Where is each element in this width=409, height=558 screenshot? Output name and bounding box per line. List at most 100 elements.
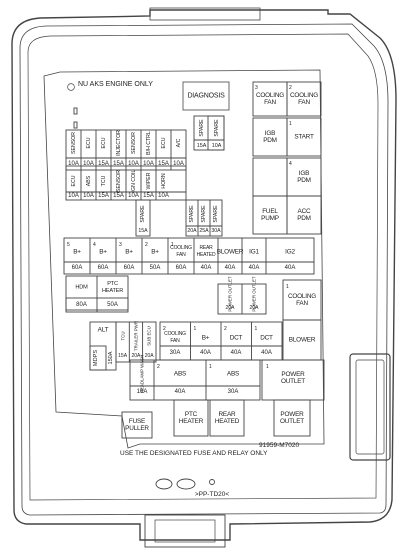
material-code: >PP-TD20< xyxy=(194,491,230,498)
relay-cooling-fan-mid: COOLING FAN xyxy=(287,293,317,307)
footer-note: USE THE DESIGNATED FUSE AND RELAY ONLY xyxy=(120,450,268,457)
mid-right-num: 2 xyxy=(163,326,166,332)
top-fuse-row1-label: ECU xyxy=(100,137,107,149)
mid-right-num: 1 xyxy=(193,326,197,332)
multi-fuse-amp: 60A xyxy=(97,265,109,271)
mid-right-label: DCT xyxy=(260,334,273,342)
multi-fuse-label: B+ xyxy=(73,248,81,256)
spare-mid-amp: 30A xyxy=(211,228,221,234)
multi-fuse-amp: 60A xyxy=(71,265,83,271)
top-fuse-row1-label: SENSOR xyxy=(130,132,137,154)
relay-igb-pdm-right: IGB PDM xyxy=(297,170,311,184)
lower-left-small-amp: 20A xyxy=(144,353,154,359)
top-fuse-row2-label: IGN COIL xyxy=(130,169,137,193)
lower-left-small-amp: 15A xyxy=(118,353,128,359)
top-fuse-row1-amp: 15A xyxy=(158,161,169,167)
multi-fuse-num: 3 xyxy=(119,242,122,248)
lower-left-small-label: TCU xyxy=(120,331,126,341)
relay-igb-pdm-left: IGB PDM xyxy=(263,130,277,144)
top-fuse-row2-label: WIPER xyxy=(145,172,152,190)
mid-right-num: 2 xyxy=(224,326,227,332)
mid-right-label: DCT xyxy=(229,334,243,342)
top-fuse-row2-amp: 15A xyxy=(143,193,154,199)
relay-cooling-fan-mid-num: 1 xyxy=(286,284,289,290)
spare-mid-amp: 20A xyxy=(187,228,197,234)
top-fuse-row1-amp: 15A xyxy=(98,161,109,167)
multi-fuse-num: 1 xyxy=(171,242,174,248)
top-fuse-row1-amp: 10A xyxy=(128,161,139,167)
mid-right-label: B+ xyxy=(201,334,210,342)
mid-right-num: 1 xyxy=(254,326,258,332)
mid-right-label: COOLING FAN xyxy=(164,331,186,344)
abs-row-label: ABS xyxy=(173,370,187,378)
multi-fuse-amp: 40A xyxy=(200,265,212,271)
relay-start-num: 1 xyxy=(289,121,292,127)
relay-ptc-heater-relay: PTC HEATER xyxy=(178,411,204,425)
relay-igb-pdm-right-num: 4 xyxy=(289,161,292,167)
diagnosis-label: DIAGNOSIS xyxy=(187,92,225,100)
top-fuse-row1-label: INJECTOR xyxy=(115,130,122,156)
power-outlet-right-num: 1 xyxy=(266,364,269,370)
mdps-label: MDPS xyxy=(93,349,99,367)
mid-left-amp: 80A xyxy=(76,302,87,308)
relay-fuel-pump: FUEL PUMP xyxy=(261,208,279,222)
abs-row-label: HEADLAMP WASH xyxy=(139,354,145,394)
multi-fuse-num: 4 xyxy=(93,242,96,248)
spare-top-amp: 10A xyxy=(211,143,222,149)
multi-fuse-label: REAR HEATED xyxy=(196,245,216,258)
part-code: 91959-M7020 xyxy=(259,442,300,449)
abs-row-label: ABS xyxy=(226,370,240,378)
spare-mid-amp: 25A xyxy=(199,228,209,234)
top-fuse-row1-label: SENSOR xyxy=(70,132,77,154)
mid-left-amp: 50A xyxy=(107,302,118,308)
multi-fuse-amp: 40A xyxy=(284,265,296,271)
abs-row-amp: 10A xyxy=(136,389,148,395)
multi-fuse-label: IG2 xyxy=(285,248,295,256)
mid-left-label: PTC HEATER xyxy=(101,281,124,294)
power-outlet-small-amp: 20A xyxy=(249,305,259,311)
mid-right-amp: 30A xyxy=(169,350,181,356)
relay-cooling-fan-3-num: 3 xyxy=(255,85,258,91)
multi-fuse-label: B+ xyxy=(151,248,159,256)
alt-amp: 150A xyxy=(108,351,114,365)
multi-fuse-label: B+ xyxy=(99,248,107,256)
multi-fuse-label: BLOWER xyxy=(216,248,244,256)
top-fuse-row1-amp: 10A xyxy=(68,161,79,167)
multi-fuse-label: IG1 xyxy=(249,248,259,256)
spare-top-label: SPARE xyxy=(198,119,205,137)
top-fuse-row2-label: SENSOR xyxy=(115,170,122,192)
top-fuse-row2-amp: 10A xyxy=(83,193,94,199)
relay-fuse-puller: FUSE PULLER xyxy=(125,418,149,432)
top-fuse-row1-label: A/C xyxy=(175,138,182,148)
mid-right-amp: 40A xyxy=(200,350,211,356)
top-fuse-row1-amp: 15A xyxy=(113,161,124,167)
relay-start: START xyxy=(294,133,314,141)
multi-fuse-amp: 60A xyxy=(175,265,187,271)
top-fuse-row2-label: ECU xyxy=(70,175,77,187)
relay-cooling-fan-3: COOLING FAN xyxy=(255,92,285,106)
spare-mid-label: SPARE xyxy=(189,205,195,223)
top-fuse-row2-amp: 10A xyxy=(128,193,139,199)
relay-cooling-fan-2: COOLING FAN xyxy=(289,92,319,106)
abs-row-num: 2 xyxy=(157,364,160,370)
lower-left-small-amp: 20A xyxy=(131,353,141,359)
mid-right-amp: 40A xyxy=(261,350,272,356)
alt-label: ALT xyxy=(97,326,109,334)
spare-top-amp: 15A xyxy=(196,143,207,149)
power-outlet-right-label: POWER OUTLET xyxy=(280,371,306,385)
multi-fuse-amp: 60A xyxy=(123,265,135,271)
relay-rear-heated-relay: REAR HEATED xyxy=(214,411,240,425)
spare-mid-label: SPARE xyxy=(140,205,146,223)
top-fuse-row2-label: ABS xyxy=(85,175,92,187)
relay-blower: BLOWER xyxy=(288,336,316,344)
top-fuse-row1-amp: 10A xyxy=(83,161,94,167)
top-fuse-row2-amp: 15A xyxy=(98,193,109,199)
top-fuse-row2-label: TCU xyxy=(100,175,107,187)
abs-row-amp: 40A xyxy=(174,389,186,395)
top-fuse-row2-amp: 10A xyxy=(68,193,79,199)
relay-power-outlet-bottom: POWER OUTLET xyxy=(279,411,305,425)
spare-top-label: SPARE xyxy=(213,119,220,137)
top-fuse-row2-amp: 10A xyxy=(158,193,169,199)
